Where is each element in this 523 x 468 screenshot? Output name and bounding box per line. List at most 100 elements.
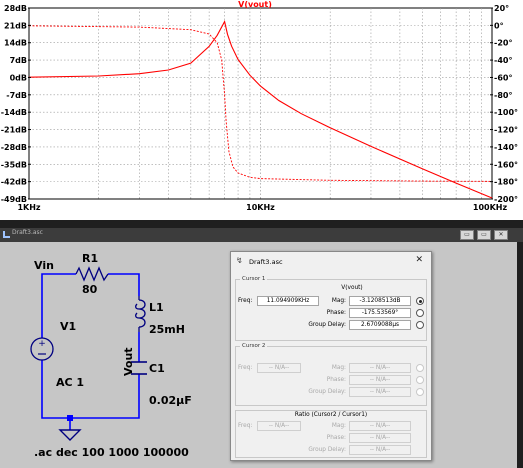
left-tick-label: 7dB (10, 56, 27, 65)
ratio-freq-label: Freq: (238, 423, 253, 429)
wire-r1-l1[interactable] (108, 273, 140, 296)
v1-name[interactable]: V1 (60, 320, 76, 333)
wire-ground[interactable] (41, 360, 140, 419)
cursor2-phase-label: Phase: (326, 377, 346, 383)
cursor2-mag-radio (416, 364, 424, 372)
net-label-vin[interactable]: Vin (34, 259, 54, 272)
inductor-l1[interactable] (135, 296, 146, 332)
ratio-phase-label: Phase: (326, 435, 346, 441)
dialog-title: Draft3.asc (249, 258, 283, 266)
ratio-gd-label: Group Delay: (308, 447, 346, 453)
left-tick-label: -21dB (1, 126, 27, 135)
r1-value[interactable]: 80 (82, 283, 98, 296)
cursor1-gd-field[interactable]: 2.6709088µs (349, 320, 411, 330)
l1-value[interactable]: 25mH (149, 323, 185, 336)
schematic-window-title: Draft3.asc (12, 229, 43, 236)
wire-vin[interactable] (41, 273, 76, 338)
right-tick-label: -40° (494, 56, 512, 65)
waveform-icon: ↯ (236, 256, 243, 265)
left-tick-label: -7dB (6, 91, 27, 100)
x-tick-label: 100KHz (473, 203, 508, 212)
ratio-gd-field: -- N/A-- (349, 445, 411, 455)
cursor2-mag-label: Mag: (331, 365, 346, 371)
left-tick-label: 0dB (10, 73, 27, 82)
junction-dot (67, 415, 73, 421)
wires[interactable] (41, 273, 140, 430)
ratio-group: Ratio (Cursor2 / Cursor1) Freq: -- N/A--… (235, 410, 427, 458)
ratio-freq-field: -- N/A-- (257, 421, 301, 431)
magnitude-trace[interactable] (28, 20, 493, 199)
schematic-titlebar: Draft3.asc ▭ ▭ ✕ (0, 228, 523, 242)
cursor1-mag-radio[interactable] (416, 297, 424, 305)
close-schematic-button[interactable]: ✕ (494, 230, 508, 240)
cursor2-gd-radio (416, 388, 424, 396)
left-tick-label: -14dB (1, 108, 27, 117)
plus-sign: + (38, 339, 46, 349)
cursor1-freq-field[interactable]: 11.094909KHz (257, 296, 319, 306)
l1-name[interactable]: L1 (149, 301, 164, 314)
cursor1-gd-radio[interactable] (416, 321, 424, 329)
ratio-label: Ratio (Cursor2 / Cursor1) (294, 412, 368, 418)
plot-pane[interactable]: 28dB 20° 21dB 0° 14dB -20° 7dB -40° 0dB -60° -7dB -… (0, 0, 523, 220)
ratio-phase-field: -- N/A-- (349, 433, 411, 443)
right-tick-label: -100° (494, 108, 518, 117)
right-tick-label: 20° (494, 4, 509, 13)
cursor1-mag-label: Mag: (331, 298, 346, 304)
voltage-source-v1[interactable]: + (30, 337, 54, 361)
resistor-r1[interactable] (75, 266, 109, 282)
x-tick-label: 10KHz (246, 203, 275, 212)
spice-directive[interactable]: .ac dec 100 1000 100000 (34, 446, 189, 459)
left-tick-label: 28dB (4, 4, 27, 13)
cursor2-mag-field: -- N/A-- (349, 363, 411, 373)
ground-symbol[interactable] (58, 429, 82, 441)
cursor2-label: Cursor 2 (240, 343, 268, 349)
left-tick-label: -28dB (1, 143, 27, 152)
net-label-vout[interactable]: Vout (122, 347, 135, 376)
left-tick-label: 14dB (4, 39, 27, 48)
cursor1-freq-label: Freq: (238, 298, 253, 304)
left-tick-label: -49dB (1, 195, 27, 204)
right-tick-label: -120° (494, 126, 518, 135)
right-tick-label: -80° (494, 91, 512, 100)
cursor2-gd-field: -- N/A-- (349, 387, 411, 397)
cursor1-trace: V(vout) (341, 285, 363, 291)
right-tick-label: -160° (494, 160, 518, 169)
ratio-mag-label: Mag: (331, 423, 346, 429)
r1-name[interactable]: R1 (82, 252, 98, 265)
cursor1-phase-label: Phase: (326, 310, 346, 316)
right-tick-label: -20° (494, 39, 512, 48)
right-tick-label: -140° (494, 143, 518, 152)
cursor1-phase-field[interactable]: -175.53569° (349, 308, 411, 318)
maximize-button[interactable]: ▭ (477, 230, 491, 240)
cursor1-gd-label: Group Delay: (308, 322, 346, 328)
cursor1-group: Cursor 1 V(vout) Freq: 11.094909KHz Mag:… (235, 276, 427, 341)
right-tick-label: -60° (494, 73, 512, 82)
c1-value[interactable]: 0.02µF (149, 394, 192, 407)
bode-plot[interactable]: 28dB 20° 21dB 0° 14dB -20° 7dB -40° 0dB -60° -7dB -… (0, 0, 523, 220)
cursor2-gd-label: Group Delay: (308, 389, 346, 395)
c1-name[interactable]: C1 (149, 362, 165, 375)
v1-value[interactable]: AC 1 (56, 376, 84, 389)
close-icon[interactable]: ✕ (415, 255, 423, 265)
cursor2-freq-field: -- N/A-- (257, 363, 301, 373)
ratio-mag-field: -- N/A-- (349, 421, 411, 431)
right-tick-label: 0° (494, 21, 504, 30)
cursor2-phase-field: -- N/A-- (349, 375, 411, 385)
cursor1-phase-radio[interactable] (416, 309, 424, 317)
cursor2-phase-radio (416, 376, 424, 384)
left-tick-label: -35dB (1, 160, 27, 169)
x-tick-label: 1KHz (17, 203, 40, 212)
cursor1-label: Cursor 1 (240, 276, 268, 282)
trace-title[interactable]: V(vout) (238, 0, 272, 9)
cursor2-freq-label: Freq: (238, 365, 253, 371)
left-tick-label: -42dB (1, 178, 27, 187)
cursor-dialog[interactable]: ↯ Draft3.asc ✕ Cursor 1 V(vout) Freq: 11… (230, 251, 432, 461)
minimize-button[interactable]: ▭ (460, 230, 474, 240)
cursor1-mag-field[interactable]: -3.1208513dB (349, 296, 411, 306)
capacitor-c1[interactable] (131, 361, 147, 375)
left-tick-label: 21dB (4, 21, 27, 30)
cursor2-group: Cursor 2 Freq: -- N/A-- Mag: -- N/A-- Ph… (235, 343, 427, 406)
right-tick-label: -180° (494, 178, 518, 187)
right-tick-label: -200° (494, 195, 518, 204)
ltspice-icon (3, 231, 10, 238)
